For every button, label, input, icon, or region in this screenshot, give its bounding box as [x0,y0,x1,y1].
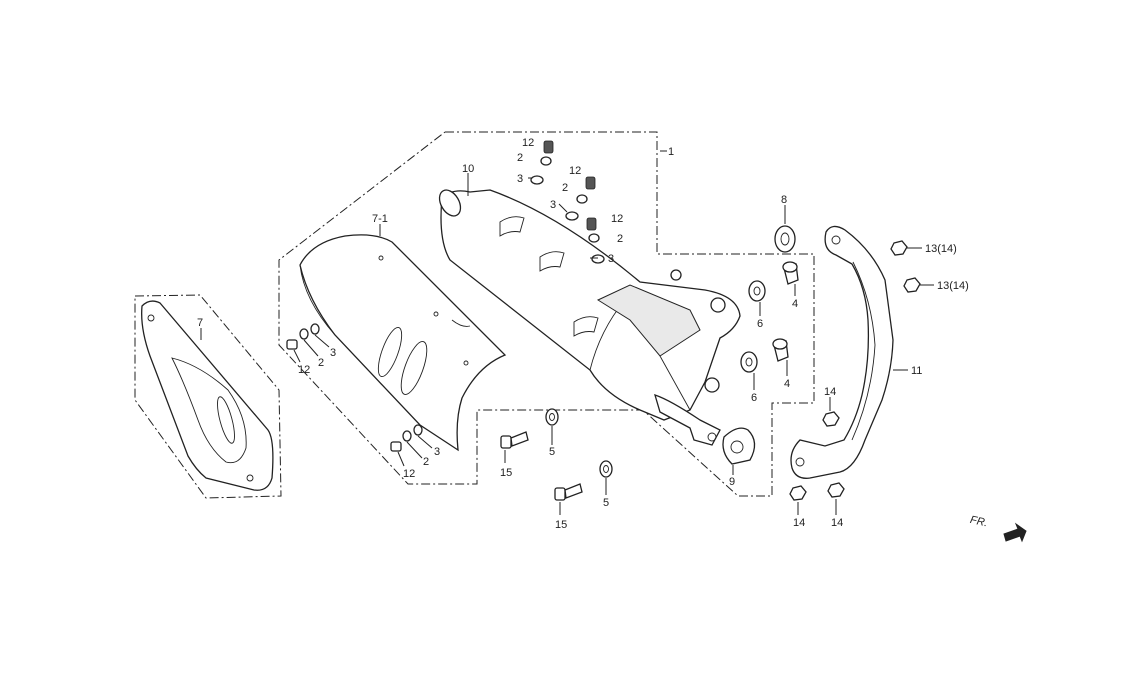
screw-set-shield-upper [286,323,320,350]
nut-14-pipe [822,411,840,427]
callout-labels: 1 10 7-1 7 8 11 9 15 15 5 5 4 4 6 6 13(1… [197,137,989,531]
screw-set-upper-right [565,176,596,221]
callout-3-shield-lower: 3 [434,446,440,458]
callout-13-lower: 13(14) [937,280,969,292]
washer-5-lower [599,460,613,478]
grommet-6-lower [740,351,758,373]
callout-3-shield-upper: 3 [330,347,336,359]
callout-2-upper-right: 2 [562,182,568,194]
exhaust-flange-gasket [722,427,756,465]
callout-3-middle: 3 [608,253,614,265]
assembly-boundary [278,131,815,497]
callout-3-upper-right: 3 [550,199,556,211]
callout-7: 7 [197,317,203,329]
callout-11: 11 [911,365,922,377]
callout-12-top: 12 [522,137,534,149]
muffler-heat-shield [299,234,507,452]
nut-13-lower [903,277,921,293]
callout-3-top: 3 [517,173,523,185]
callout-15-lower: 15 [555,519,567,531]
callout-12-shield-upper: 12 [298,364,310,376]
callout-12-middle: 12 [611,213,623,225]
collar-4-upper [782,261,799,285]
callout-8: 8 [781,194,787,206]
callout-14-right: 14 [831,517,843,529]
muffler-body [438,189,741,446]
direction-label: FR. [969,514,989,529]
nut-13-upper [890,240,908,256]
nut-14-right [827,482,845,498]
collar-4-lower [772,338,789,362]
washer-8 [774,225,796,253]
callout-5-upper: 5 [549,446,555,458]
callout-4-lower: 4 [784,378,790,390]
screw-set-upper-left [530,140,554,185]
bolt-15-upper [500,431,529,449]
leader-lines [200,150,934,515]
callout-5-lower: 5 [603,497,609,509]
screw-set-middle [586,217,605,264]
callout-15-upper: 15 [500,467,512,479]
exhaust-pipe [790,225,894,479]
washer-5-upper [545,408,559,426]
nut-14-left [789,485,807,501]
callout-12-upper-right: 12 [569,165,581,177]
callout-2-middle: 2 [617,233,623,245]
callout-14-pipe: 14 [824,386,836,398]
callout-4-upper: 4 [792,298,798,310]
callout-12-shield-lower: 12 [403,468,415,480]
callout-2-top: 2 [517,152,523,164]
callout-2-shield-upper: 2 [318,357,324,369]
muffler-gasket-plate [134,294,282,499]
screw-set-shield-lower [390,424,423,452]
callout-6-lower: 6 [751,392,757,404]
bolt-15-lower [554,483,583,501]
callout-9: 9 [729,476,735,488]
callout-13-upper: 13(14) [925,243,957,255]
callout-10: 10 [462,163,474,175]
front-direction-arrow [1003,522,1027,543]
callout-2-shield-lower: 2 [423,456,429,468]
grommet-6-upper [748,280,766,302]
callout-1: 1 [668,146,674,158]
callout-7-1: 7-1 [372,213,388,225]
callout-6-upper: 6 [757,318,763,330]
callout-14-left: 14 [793,517,805,529]
